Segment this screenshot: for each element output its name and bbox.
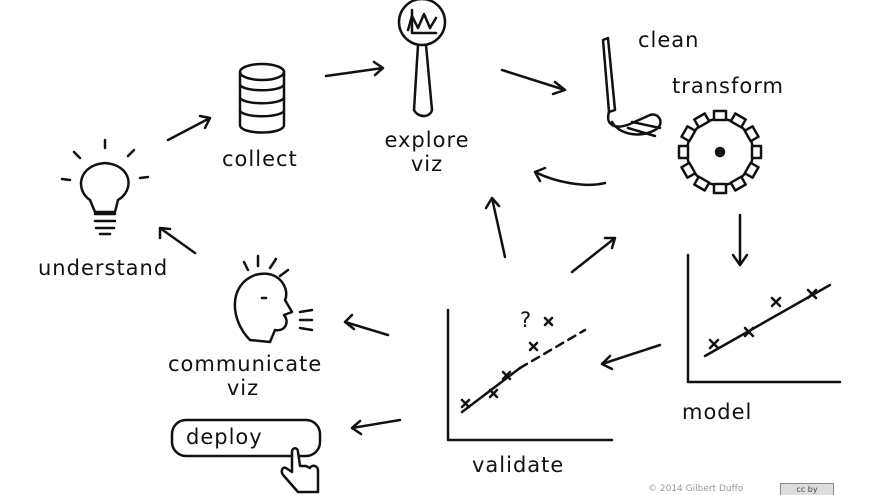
model-plot [686,253,842,384]
gear-tooth [750,144,763,160]
magnifier-chart-icon [397,0,447,118]
gear-tooth [743,125,760,143]
label-explore: explore [384,128,470,152]
speaking-head-icon [233,254,314,344]
copyright-credit: © 2014 Gilbert Duffo [648,484,744,494]
gear-tooth [712,182,728,195]
gear-tooth [712,109,728,122]
gear-tooth [729,112,747,129]
validate-plot [446,308,614,442]
label-validate: validate [472,453,565,477]
label-clean: clean [638,28,700,52]
label-transform: transform [672,74,784,98]
gear-tooth [677,144,690,160]
label-explore-viz: explore viz [383,128,471,176]
broom-icon [601,36,662,138]
label-question-mark: ? [520,308,533,332]
label-understand: understand [38,256,169,280]
gear-tooth [680,125,697,143]
lightbulb-icon [60,138,150,236]
gear-tooth [693,112,711,129]
database-icon [238,62,286,134]
label-collect: collect [222,147,298,171]
gear-tooth [693,175,711,192]
deploy-button[interactable]: deploy [186,425,263,449]
cc-license-badge[interactable]: cc by [780,483,834,495]
label-communicate: communicate [168,352,323,376]
label-viz: viz [410,152,444,177]
gear-icon [677,109,763,195]
label-viz: viz [226,376,260,401]
hand-pointer-icon [280,447,320,494]
label-communicate-viz: communicate viz [168,352,323,401]
deploy-button-outline [170,418,322,458]
gear-tooth [680,161,697,179]
label-model: model [682,400,753,424]
flow-arrows [158,60,749,436]
gear-tooth [743,161,760,179]
gear-tooth [729,175,747,192]
